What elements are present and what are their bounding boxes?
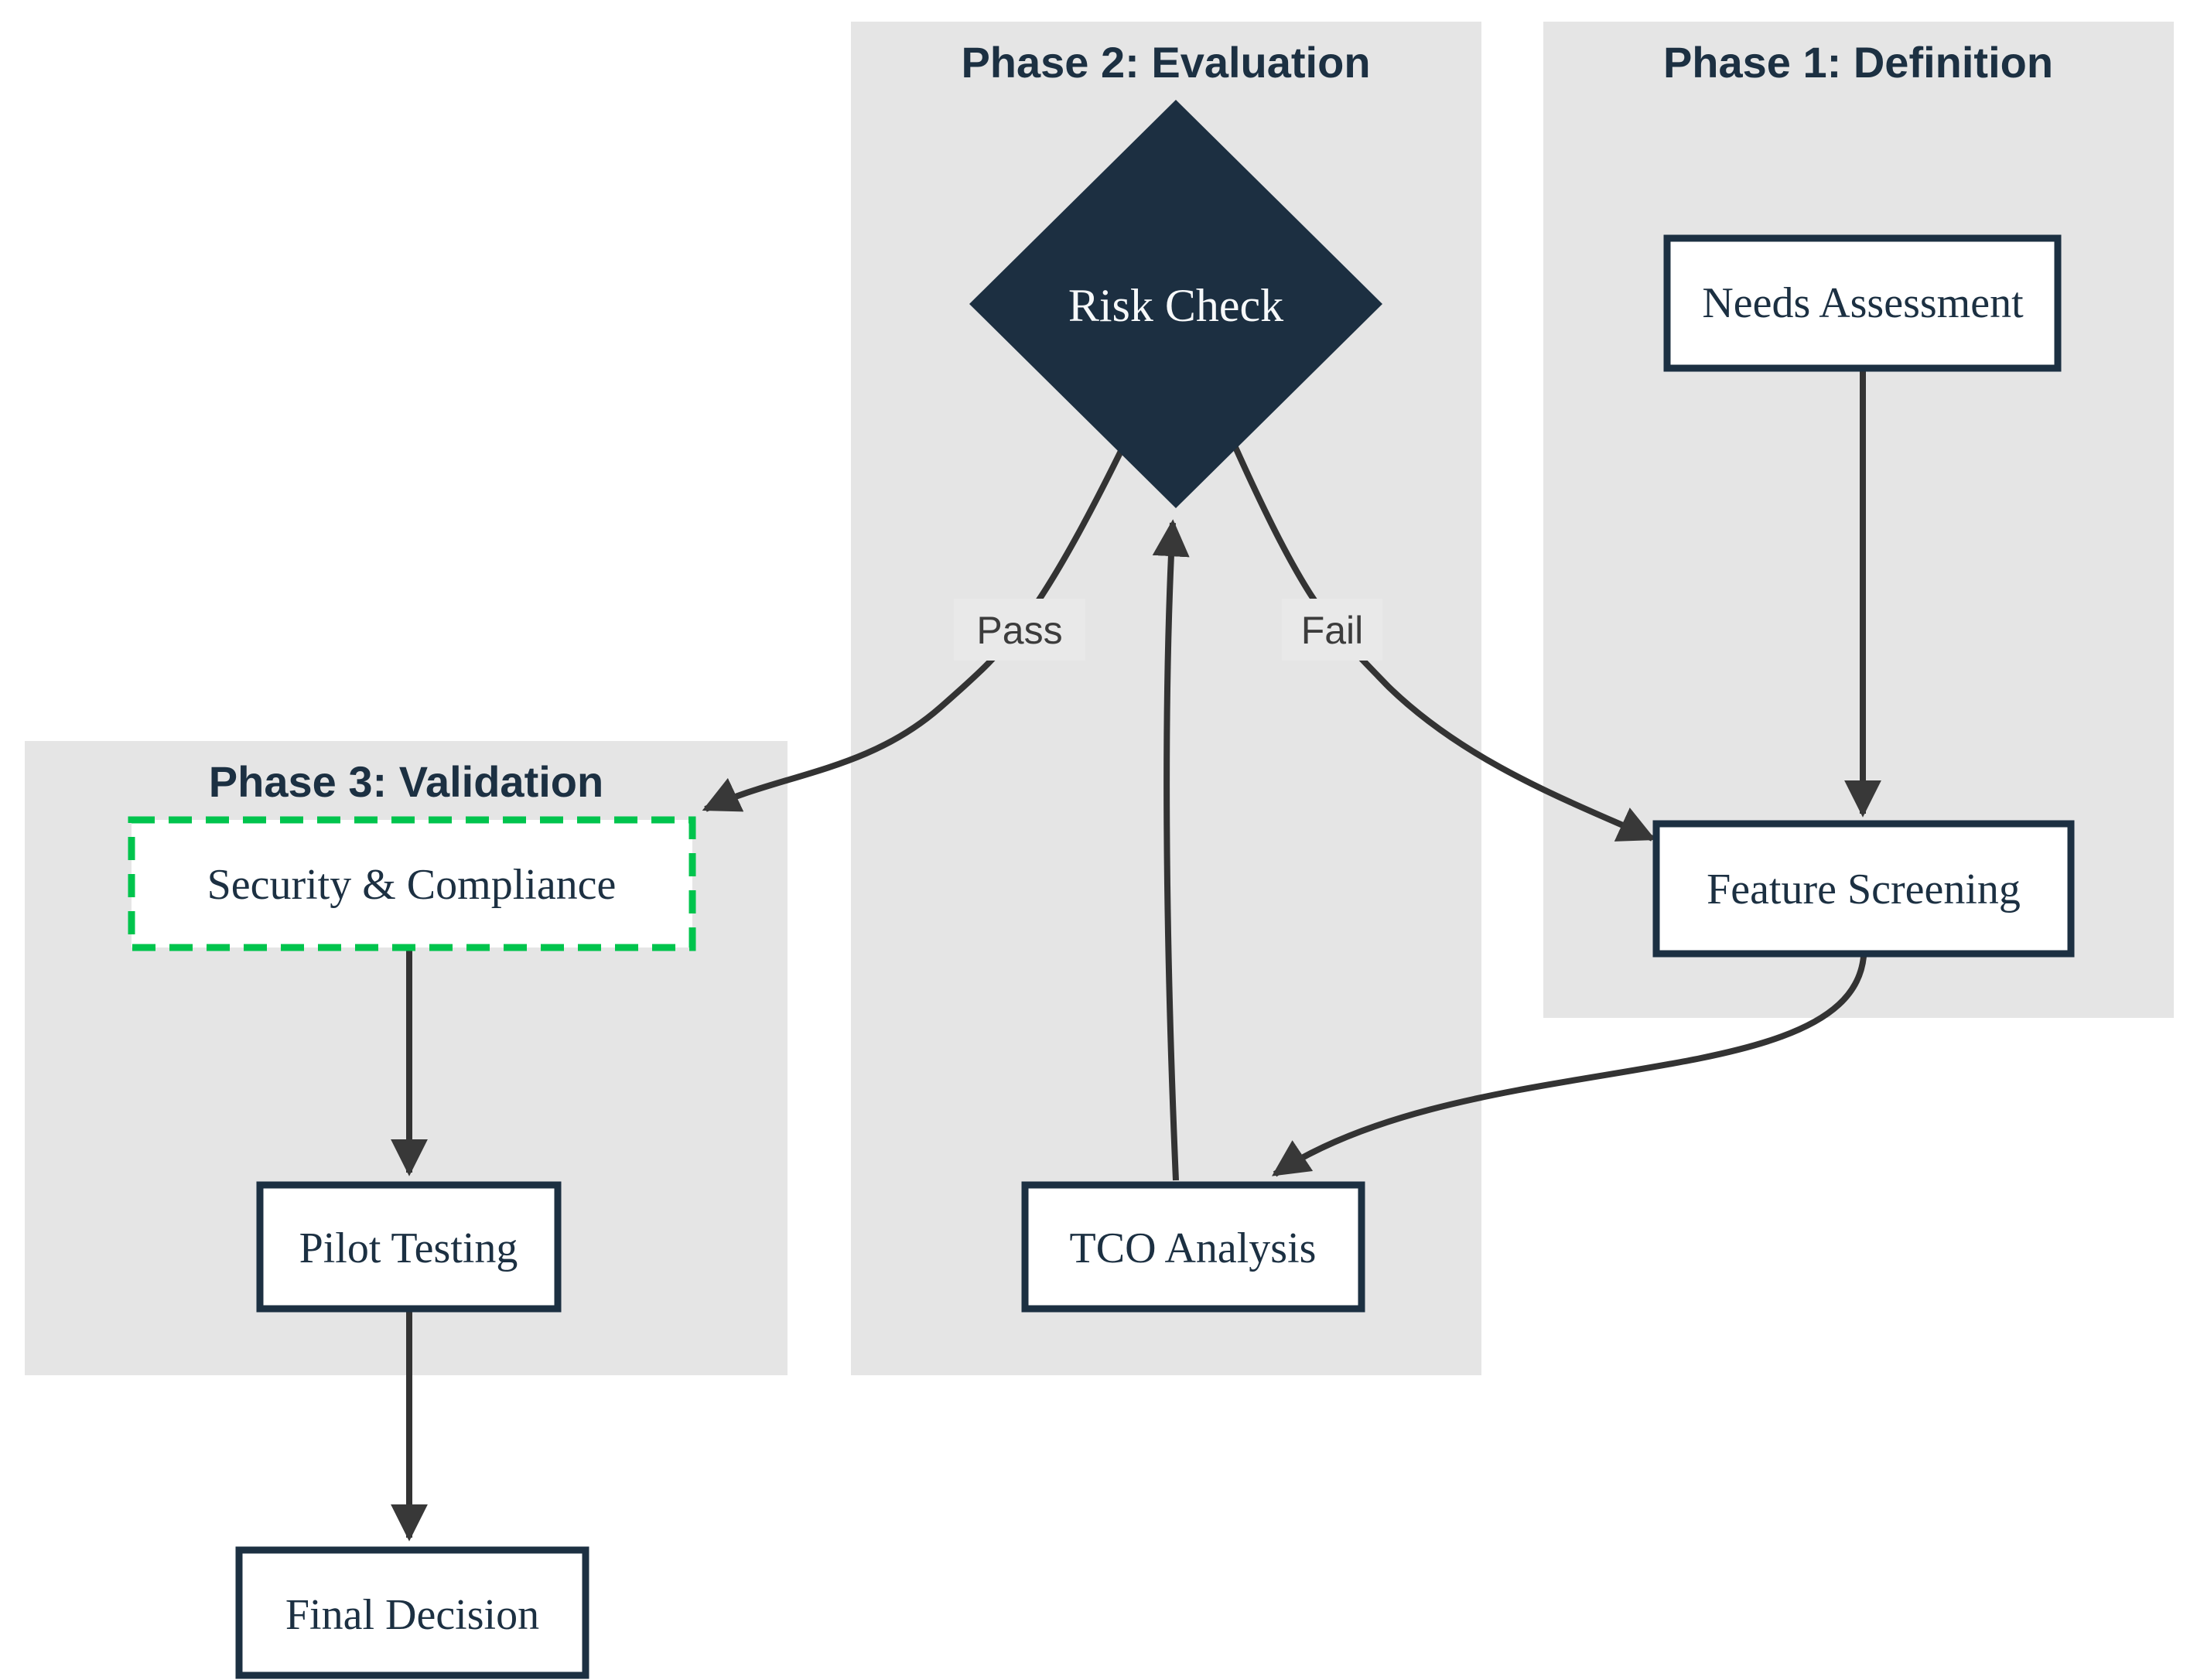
tco-analysis-node: TCO Analysis xyxy=(1021,1181,1365,1313)
phase2-title: Phase 2: Evaluation xyxy=(961,38,1370,87)
pilot-testing-box xyxy=(256,1181,562,1313)
feature-screening-node: Feature Screening xyxy=(1652,820,2075,958)
fail-edge-label: Fail xyxy=(1282,599,1382,661)
tco-analysis-label: TCO Analysis xyxy=(1070,1224,1317,1272)
pass-label-background xyxy=(954,599,1085,661)
security-compliance-label: Security & Compliance xyxy=(207,861,617,909)
security-compliance-node: Security & Compliance xyxy=(128,816,696,951)
edge-risk-fail-to-feature xyxy=(1219,416,1656,842)
edge-risk-pass-to-security xyxy=(702,416,1140,812)
final-decision-label: Final Decision xyxy=(285,1591,539,1639)
pass-edge-label: Pass xyxy=(954,599,1085,661)
final-decision-node: Final Decision xyxy=(235,1546,589,1679)
risk-check-diamond xyxy=(969,100,1382,508)
pilot-testing-node: Pilot Testing xyxy=(256,1181,562,1313)
needs-assessment-box xyxy=(1663,234,2062,372)
edge-feature-to-tco xyxy=(1272,956,1867,1177)
edge-tco-to-risk xyxy=(1152,519,1190,1181)
pilot-testing-label: Pilot Testing xyxy=(299,1224,518,1272)
feature-screening-label: Feature Screening xyxy=(1707,866,2021,913)
tco-analysis-box xyxy=(1021,1181,1365,1313)
pass-label-text: Pass xyxy=(976,609,1062,652)
needs-assessment-label: Needs Assessment xyxy=(1702,279,2024,327)
phase3-title: Phase 3: Validation xyxy=(209,757,603,806)
phase1-title: Phase 1: Definition xyxy=(1663,38,2053,87)
fail-label-text: Fail xyxy=(1301,609,1364,652)
risk-check-node: Risk Check xyxy=(969,100,1382,508)
fail-label-background xyxy=(1282,599,1382,661)
feature-screening-box xyxy=(1652,820,2075,958)
security-compliance-box xyxy=(128,816,696,951)
risk-check-label: Risk Check xyxy=(1068,280,1283,331)
needs-assessment-node: Needs Assessment xyxy=(1663,234,2062,372)
final-decision-box xyxy=(235,1546,589,1679)
